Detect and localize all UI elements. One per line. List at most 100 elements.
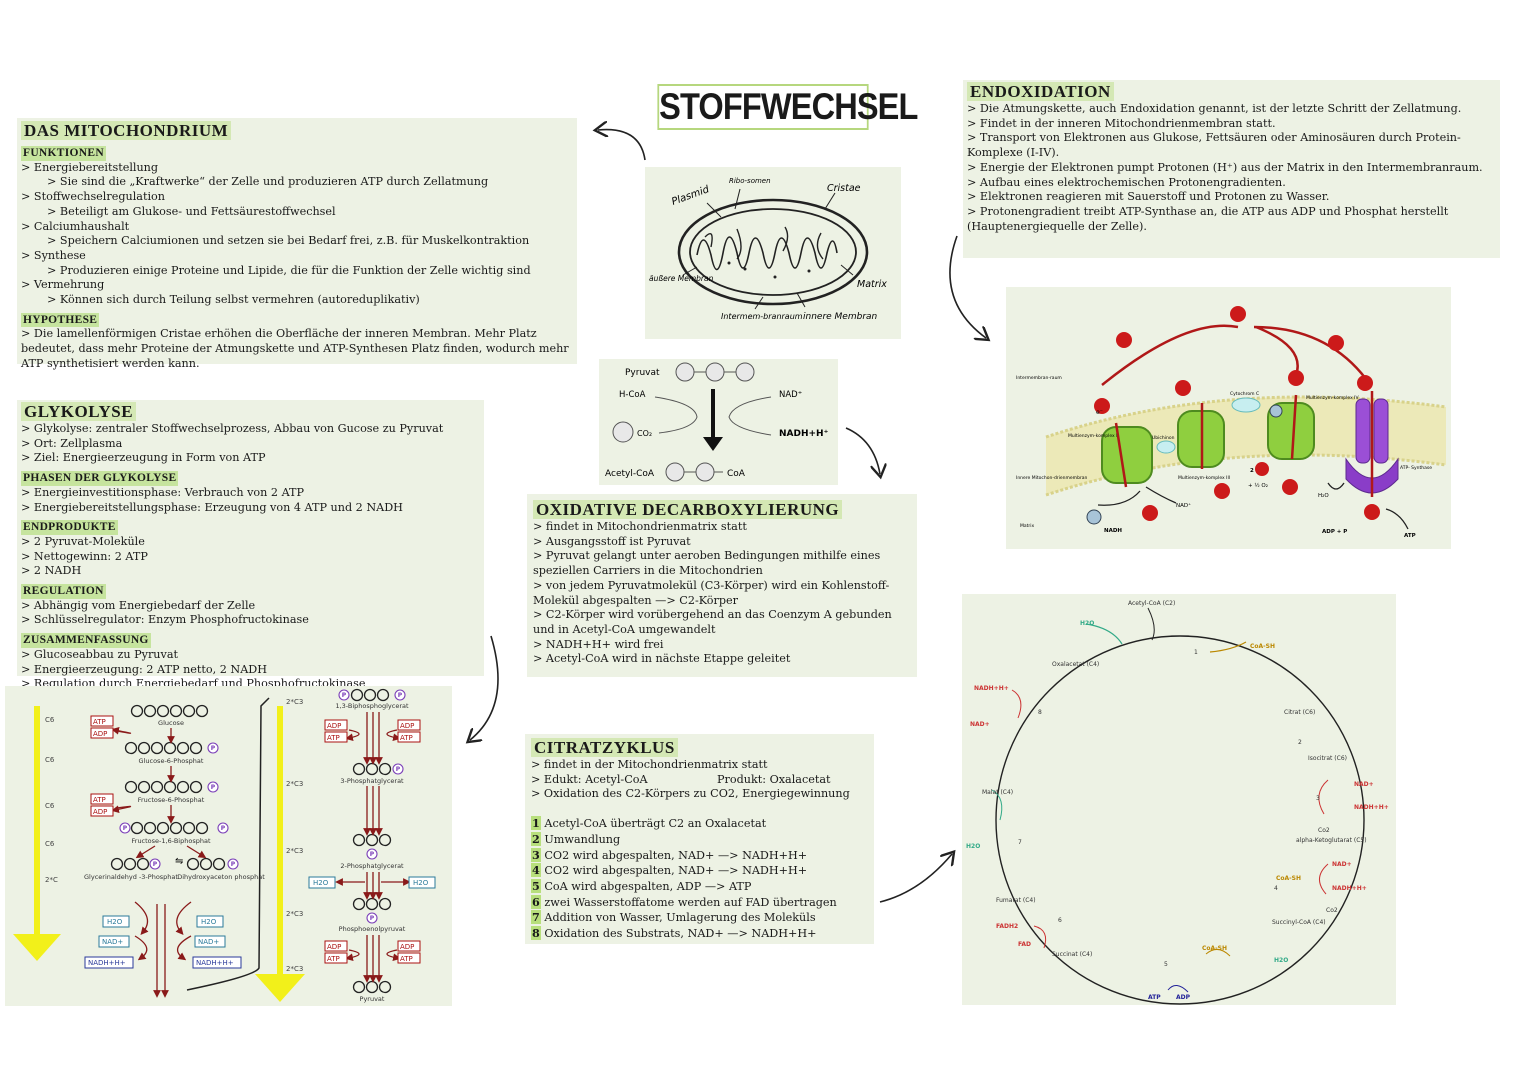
f16bp-label: Fructose-1,6-Biphosphat xyxy=(132,837,211,845)
cycle-n1: 1 xyxy=(1194,649,1198,656)
cycle-succinat: Succinat (C4) xyxy=(1052,951,1092,958)
citrat-step: 5 CoA wird abgespalten, ADP —> ATP xyxy=(531,878,871,895)
glykolyse-intro: > Glykolyse: zentraler Stoffwechselproze… xyxy=(21,422,481,466)
citrat-step: 3 CO2 wird abgespalten, NAD+ —> NADH+H+ xyxy=(531,847,871,864)
glyk-endprodukte-item: > 2 Pyruvat-Moleküle xyxy=(21,534,145,548)
p-9: P xyxy=(396,766,401,773)
citrat-step-number: 3 xyxy=(531,847,541,862)
oxidative-title: OXIDATIVE DECARBOXYLIERUNG xyxy=(533,500,843,519)
mitochondrium-title: DAS MITOCHONDRIUM xyxy=(21,121,232,140)
nad-label: NAD⁺ xyxy=(779,390,802,400)
mitochondrion-drawing: Plasmid Ribo-somen Cristae äußere Membra… xyxy=(649,177,887,322)
komplex3-label: Multienzym-komplex III xyxy=(1178,475,1230,481)
glyk-zusammenfassung-item: > Energieerzeugung: 2 ATP netto, 2 NADH xyxy=(21,662,267,676)
ribosomen-label: Ribo-somen xyxy=(729,177,771,185)
cycle-succoa: Succinyl-CoA (C4) xyxy=(1272,919,1326,926)
atp-synthase-label: ATP- Synthase xyxy=(1400,465,1432,471)
cycle-citrat: Citrat (C6) xyxy=(1284,709,1315,716)
cycle-oxalacetat: Oxalacetat (C4) xyxy=(1052,661,1099,668)
c6-label-3: C6 xyxy=(45,802,55,810)
cytochrom-label: Cytochrom C xyxy=(1230,391,1259,397)
oxi-lines-item: > Ausgangsstoff ist Pyruvat xyxy=(533,534,691,548)
citrat-step: 6 zwei Wasserstoffatome werden auf FAD ü… xyxy=(531,894,871,911)
cristae-label: Cristae xyxy=(827,183,861,194)
f6p-label: Fructose-6-Phosphat xyxy=(138,796,205,804)
hcoa-label: H-CoA xyxy=(619,390,646,400)
pg3-label: 3-Phosphatglycerat xyxy=(340,777,404,785)
glyk-endprodukte-item: > Nettogewinn: 2 ATP xyxy=(21,549,148,563)
p-1: P xyxy=(211,745,216,752)
aeussere-membran-label: äußere Membran xyxy=(649,274,714,283)
citrat-step: 2 Umwandlung xyxy=(531,831,871,848)
mito-funktionen-item: > Energiebereitstellung xyxy=(21,160,159,174)
adp-g4: ADP xyxy=(400,722,414,730)
cycle-fad: FAD xyxy=(1018,941,1031,948)
zusammenfassung-label: ZUSAMMENFASSUNG xyxy=(21,633,151,648)
glyk-regulation-item: > Schlüsselregulator: Enzym Phosphofruct… xyxy=(21,613,309,627)
h2o-g2: H2O xyxy=(201,918,217,926)
cycle-nad-3: NAD+ xyxy=(970,721,990,728)
citrat-panel: CITRATZYKLUS > findet in der Mitochondri… xyxy=(525,734,874,944)
oxi-lines-item: > Pyruvat gelangt unter aeroben Bedingun… xyxy=(533,549,881,578)
cycle-n7: 7 xyxy=(1018,839,1022,846)
atp-synthase-shape xyxy=(1345,398,1399,494)
citrat-step-number: 4 xyxy=(531,863,541,878)
twoc3-label-5: 2*C3 xyxy=(286,965,303,973)
komplex4-label: Multienzym-komplex IV xyxy=(1306,395,1359,401)
pg2-label: 2-Phosphatglycerat xyxy=(340,862,404,870)
atp-g3: ATP xyxy=(327,734,340,742)
endoxidation-title: ENDOXIDATION xyxy=(967,82,1114,101)
p-4: P xyxy=(221,825,226,832)
glycolysis-drawing: C6 C6 C6 C6 2*C 2*C3 2*C3 2*C3 2*C3 2*C3 xyxy=(13,688,436,1003)
cycle-h2o-top: H2O xyxy=(1080,620,1094,627)
plasmid-label: Plasmid xyxy=(670,184,711,208)
bpg-label: 1,3-Biphosphoglycerat xyxy=(335,702,409,710)
phasen-label: PHASEN DER GLYKOLYSE xyxy=(21,471,179,486)
cycle-nadh-2: NADH+H+ xyxy=(1332,885,1367,892)
citrat-oxidation: > Oxidation des C2-Körpers zu CO2, Energ… xyxy=(531,787,850,801)
citrate-cycle-drawing: Acetyl-CoA (C2) H2O CoA-SH Oxalacetat (C… xyxy=(966,600,1389,1005)
cycle-nadh-3: NADH+H+ xyxy=(974,685,1009,692)
cycle-n2: 2 xyxy=(1298,739,1302,746)
cycle-malat: Malat (C4) xyxy=(982,789,1013,796)
cycle-nad-1: NAD+ xyxy=(1354,781,1374,788)
glyk-endprodukte-item: > 2 NADH xyxy=(21,564,82,578)
citrat-produkt: Produkt: Oxalacetat xyxy=(717,772,831,786)
endo-lines-item: > Elektronen reagieren mit Sauerstoff un… xyxy=(967,190,1330,204)
glucose-label: Glucose xyxy=(158,719,184,727)
matrix-label: Matrix xyxy=(857,279,887,290)
h2o-g1: H2O xyxy=(107,918,123,926)
cycle-coash-top: CoA-SH xyxy=(1250,643,1275,650)
funktionen-label: FUNKTIONEN xyxy=(21,146,106,161)
citrat-step-text: Oxidation des Substrats, NAD+ —> NADH+H+ xyxy=(544,927,817,941)
cycle-nad-2: NAD+ xyxy=(1332,861,1352,868)
c6-label-4: C6 xyxy=(45,840,55,848)
endoxidation-list: > Die Atmungskette, auch Endoxidation ge… xyxy=(967,102,1497,234)
cycle-akg: alpha-Ketoglutarat (C5) xyxy=(1296,837,1367,844)
dhap-label: Dihydroxyaceton phosphat xyxy=(177,873,265,881)
glyk-intro-item: > Ort: Zellplasma xyxy=(21,436,123,450)
endo-lines-item: > Transport von Elektronen aus Glukose, … xyxy=(967,131,1461,160)
proton-markers xyxy=(1094,306,1380,521)
citrat-step-text: CO2 wird abgespalten, NAD+ —> NADH+H+ xyxy=(544,864,808,878)
cycle-n5: 5 xyxy=(1164,961,1168,968)
twoc-label: 2*C xyxy=(45,876,58,884)
glyk-phasen-item: > Energieinvestitionsphase: Verbrauch vo… xyxy=(21,485,305,499)
ubichinon-label: Ubichinon xyxy=(1152,435,1175,441)
p-7: P xyxy=(342,692,347,699)
mito-diagram-panel: Plasmid Ribo-somen Cristae äußere Membra… xyxy=(645,167,901,339)
etc-diagram-panel: Intermembran-raum Innere Mitochon-drienm… xyxy=(1006,287,1451,549)
endo-lines-item: > Protonengradient treibt ATP-Synthase a… xyxy=(967,204,1449,233)
citrat-step-number: 1 xyxy=(531,816,541,831)
p-6: P xyxy=(231,861,236,868)
mito-funktionen-item: > Beteiligt am Glukose- und Fettsäuresto… xyxy=(47,204,336,218)
glykolyse-title: GLYKOLYSE xyxy=(21,402,137,421)
oxi-lines-item: > NADH+H+ wird frei xyxy=(533,637,664,651)
twoc3-label-1: 2*C3 xyxy=(286,698,303,706)
glyk-zusammenfassung-item: > Glucoseabbau zu Pyruvat xyxy=(21,647,178,661)
page-title: STOFFWECHSEL xyxy=(657,84,918,130)
cycle-coash-2: CoA-SH xyxy=(1276,875,1301,882)
nad-g1: NAD+ xyxy=(102,938,123,946)
cycle-h2o-3: H2O xyxy=(966,843,980,850)
